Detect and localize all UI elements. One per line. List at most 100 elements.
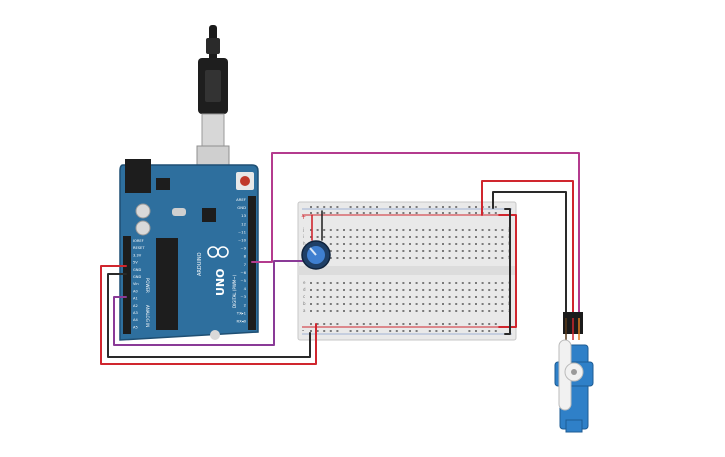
breadboard-hole <box>310 282 312 284</box>
breadboard-hole <box>316 282 319 284</box>
breadboard-hole <box>428 229 431 231</box>
breadboard-hole <box>402 229 405 231</box>
breadboard-hole <box>395 257 398 259</box>
breadboard-hole <box>428 303 431 305</box>
breadboard-hole <box>343 282 345 284</box>
breadboard-hole <box>323 229 326 231</box>
breadboard-hole <box>435 236 438 238</box>
rail-hole <box>310 212 312 214</box>
right-pin-label: 2 <box>244 302 247 307</box>
breadboard-hole <box>395 236 398 238</box>
breadboard-hole <box>494 282 497 284</box>
left-pin-label: 5V <box>133 261 138 265</box>
breadboard-hole <box>369 250 372 252</box>
breadboard-hole <box>481 229 484 231</box>
rail-plus-label: + <box>301 214 306 221</box>
breadboard-hole <box>415 257 418 259</box>
rail-hole <box>389 212 392 214</box>
breadboard-hole <box>356 236 359 238</box>
breadboard-hole <box>362 257 365 259</box>
breadboard-row-label: j <box>302 227 304 232</box>
breadboard-hole <box>481 310 484 312</box>
breadboard-hole <box>356 310 359 312</box>
breadboard-hole <box>362 236 365 238</box>
breadboard-hole <box>409 296 411 298</box>
breadboard-hole <box>448 229 451 231</box>
breadboard-hole <box>422 310 425 312</box>
breadboard-hole <box>336 282 339 284</box>
rail-hole <box>442 330 444 332</box>
breadboard-hole <box>343 236 345 238</box>
rail-hole <box>316 330 319 332</box>
breadboard-hole <box>356 303 359 305</box>
breadboard-hole <box>475 250 477 252</box>
breadboard-hole <box>461 289 464 291</box>
breadboard-hole <box>316 236 319 238</box>
rail-hole <box>468 212 471 214</box>
breadboard-hole <box>442 296 444 298</box>
breadboard-hole <box>422 282 425 284</box>
breadboard-hole <box>389 282 392 284</box>
breadboard-hole <box>461 229 464 231</box>
breadboard-hole <box>356 250 359 252</box>
rail-hole <box>376 212 378 214</box>
left-pin-label: IOREF <box>133 239 144 243</box>
breadboard-hole <box>442 282 444 284</box>
rail-hole <box>369 206 372 208</box>
rail-hole <box>356 206 359 208</box>
breadboard-hole <box>455 257 458 259</box>
breadboard-hole <box>494 236 497 238</box>
breadboard-row-label: i <box>303 234 304 239</box>
rail-hole <box>475 212 477 214</box>
breadboard-hole <box>435 250 438 252</box>
breadboard-hole <box>382 257 385 259</box>
breadboard-hole <box>382 296 385 298</box>
breadboard-hole <box>356 296 359 298</box>
breadboard-hole <box>481 303 484 305</box>
rail-hole <box>316 206 319 208</box>
breadboard-hole <box>475 236 477 238</box>
rail-hole <box>323 323 326 325</box>
breadboard-hole <box>323 310 326 312</box>
rail-hole <box>323 206 326 208</box>
breadboard-hole <box>382 236 385 238</box>
breadboard-hole <box>369 243 372 245</box>
breadboard-hole <box>376 229 378 231</box>
rail-hole <box>442 212 444 214</box>
breadboard-hole <box>389 243 392 245</box>
breadboard-hole <box>402 257 405 259</box>
rail-hole <box>428 323 431 325</box>
breadboard-hole <box>448 303 451 305</box>
breadboard-hole <box>415 296 418 298</box>
rail-hole <box>349 206 352 208</box>
breadboard-hole <box>461 310 464 312</box>
breadboard-hole <box>488 257 491 259</box>
rail-hole <box>323 330 326 332</box>
rail-hole <box>369 330 372 332</box>
left-pin-label: A3 <box>133 311 138 315</box>
breadboard-hole <box>395 229 398 231</box>
breadboard-hole <box>455 243 458 245</box>
wire-a0-to-potentiometer <box>113 260 315 346</box>
breadboard-hole <box>488 296 491 298</box>
breadboard-hole <box>494 243 497 245</box>
breadboard-hole <box>323 236 326 238</box>
right-pin-label: TX▸1 <box>236 310 247 315</box>
breadboard-hole <box>468 257 471 259</box>
breadboard-hole <box>468 303 471 305</box>
breadboard-hole <box>336 296 339 298</box>
breadboard-hole <box>481 243 484 245</box>
breadboard-hole <box>402 296 405 298</box>
breadboard-hole <box>481 250 484 252</box>
breadboard-hole <box>435 296 438 298</box>
breadboard-hole <box>501 303 504 305</box>
breadboard-row-label: c <box>303 294 305 299</box>
breadboard-hole <box>395 282 398 284</box>
rail-hole <box>409 206 411 208</box>
left-pin-label: A5 <box>133 325 138 329</box>
board-brand-label: ARDUINO <box>197 252 203 276</box>
rail-hole <box>475 330 477 332</box>
breadboard-hole <box>494 289 497 291</box>
rail-hole <box>442 206 444 208</box>
rail-hole <box>316 323 319 325</box>
